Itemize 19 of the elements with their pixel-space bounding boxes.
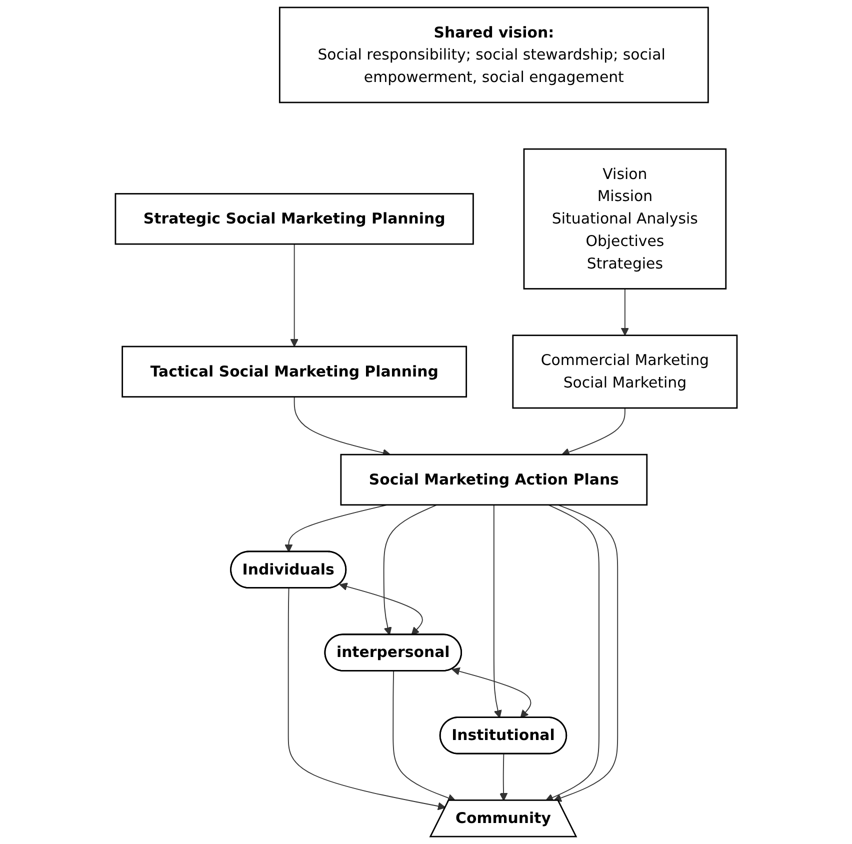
arrow bbox=[290, 244, 298, 347]
node-box: Social Marketing Action Plans bbox=[340, 454, 648, 506]
arrow bbox=[499, 754, 508, 802]
arrow bbox=[493, 504, 502, 718]
node-box: Shared vision: Social responsibility; social stewardship; social empowerment, social engagement bbox=[278, 6, 709, 104]
arrow bbox=[561, 408, 626, 456]
node-box: Vision Mission Situational Analysis Objectives Strategies bbox=[523, 148, 726, 290]
arrow bbox=[620, 288, 629, 336]
node-box: Commercial Marketing Social Marketing bbox=[512, 334, 738, 409]
arrow bbox=[392, 670, 456, 802]
node-box: Strategic Social Marketing Planning bbox=[114, 193, 474, 245]
node-box: Tactical Social Marketing Planning bbox=[121, 346, 467, 398]
arrow bbox=[339, 582, 423, 636]
arrow bbox=[284, 504, 388, 552]
arrow bbox=[288, 588, 446, 810]
arrow bbox=[545, 504, 600, 802]
arrow bbox=[383, 504, 437, 636]
arrow bbox=[553, 504, 618, 802]
arrow bbox=[452, 667, 531, 718]
